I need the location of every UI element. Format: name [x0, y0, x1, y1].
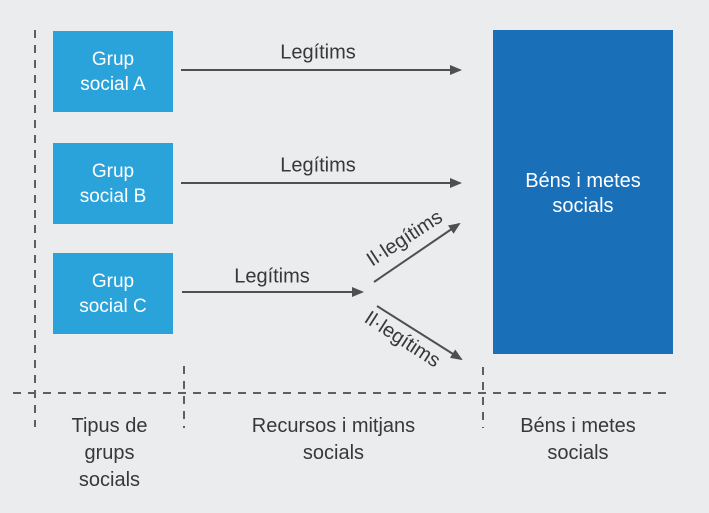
group-box-b-label-line1: Grup — [91, 160, 135, 182]
goal-box-label-line1: Béns i metes — [525, 170, 641, 192]
group-box-c-label-line1: Grup — [91, 270, 135, 292]
footer-label-tipus-grups-line3: socials — [78, 469, 141, 491]
group-box-a-label-line2: social A — [80, 73, 146, 95]
footer-label-tipus-grups-line1: Tipus de — [71, 415, 148, 437]
group-box-c: Grup social C — [53, 253, 173, 334]
group-box-a: Grup social A — [53, 31, 173, 112]
footer-label-tipus-grups-line2: grups — [84, 442, 135, 464]
goal-box: Béns i metes socials — [493, 30, 673, 354]
group-box-a-label-line1: Grup — [91, 48, 135, 70]
footer-label-bens-metes-line2: socials — [547, 442, 609, 464]
footer-label-bens-metes: Béns i metes socials — [483, 413, 673, 467]
group-box-c-label-line2: social C — [79, 295, 147, 317]
arrow-illegitims-up — [373, 222, 461, 283]
footer-label-recursos-mitjans-line1: Recursos i mitjans — [251, 415, 416, 437]
group-box-b-label-line2: social B — [79, 185, 147, 207]
footer-label-bens-metes-line1: Béns i metes — [520, 415, 636, 437]
group-box-b: Grup social B — [53, 143, 173, 224]
arrow-label-legitims-c: Legítims — [234, 265, 310, 288]
footer-label-tipus-grups: Tipus de grups socials — [35, 413, 184, 494]
arrow-label-legitims-b: Legítims — [280, 154, 356, 177]
footer-label-recursos-mitjans: Recursos i mitjans socials — [184, 413, 483, 467]
arrow-label-legitims-a: Legítims — [280, 41, 356, 64]
footer-label-recursos-mitjans-line2: socials — [302, 442, 365, 464]
goal-box-label-line2: socials — [552, 195, 614, 217]
arrow-illegitims-down — [376, 305, 463, 361]
